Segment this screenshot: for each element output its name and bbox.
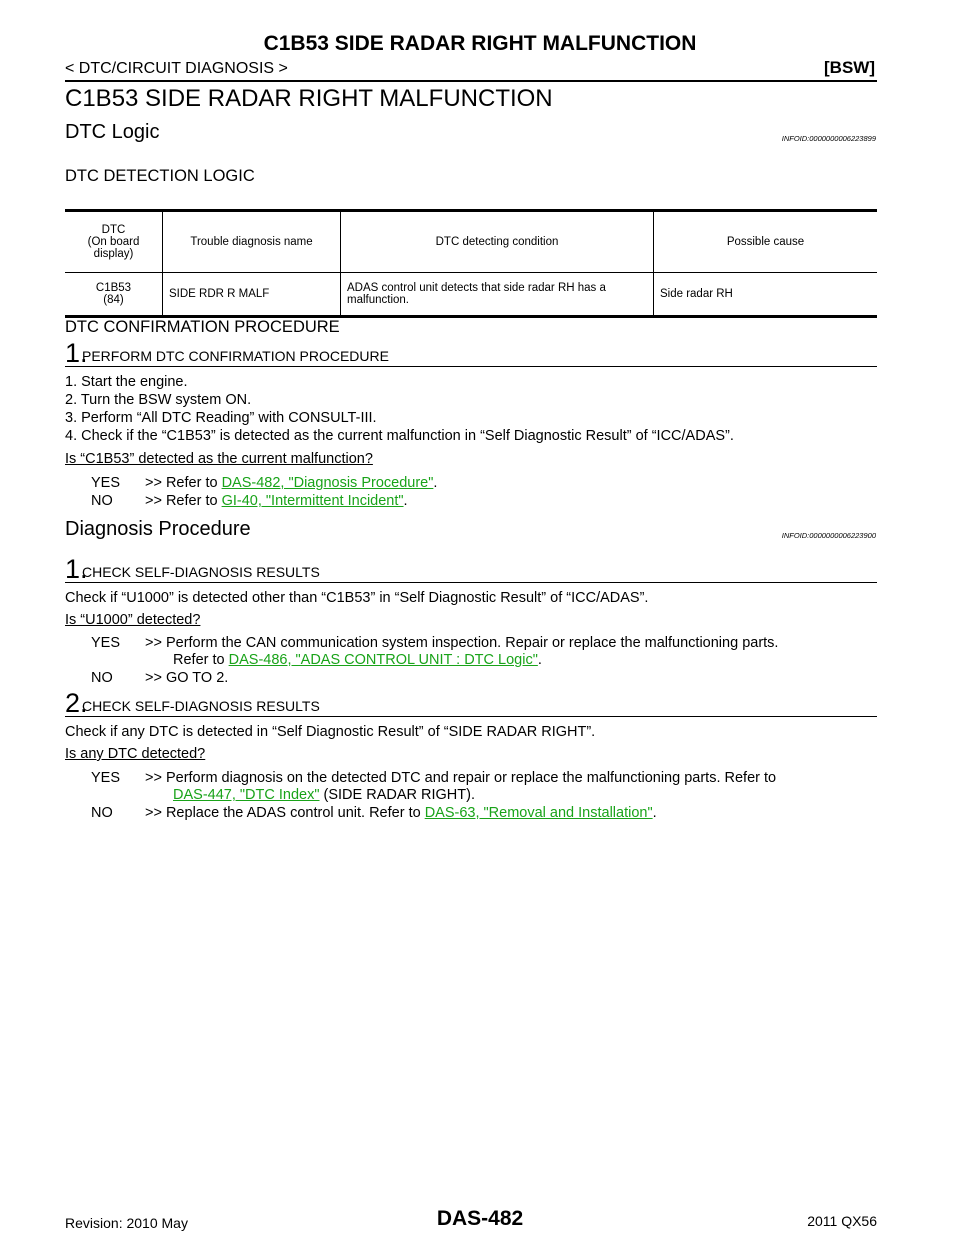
confirmation-line-4: 4. Check if the “C1B53” is detected as t… <box>65 428 734 444</box>
confirmation-yes-label: YES <box>91 475 121 491</box>
cell-dtc-code: C1B53 (84) <box>65 272 163 318</box>
breadcrumb: < DTC/CIRCUIT DIAGNOSIS > <box>65 60 288 77</box>
period: . <box>652 805 657 821</box>
link-dtc-index[interactable]: DAS-447, "DTC Index" <box>173 787 320 803</box>
no-text: >> Replace the ADAS control unit. Refer … <box>145 805 421 821</box>
step2-yes-refer: DAS-447, "DTC Index" (SIDE RADAR RIGHT). <box>173 787 475 804</box>
dtc-logic-infoid: INFOID:0000000006223899 <box>781 134 876 143</box>
period: . <box>537 652 542 668</box>
no-prefix: >> Refer to <box>145 493 218 509</box>
confirmation-no-label: NO <box>91 493 113 509</box>
step1-no-answer: >> GO TO 2. <box>145 670 229 686</box>
period: . <box>433 475 438 491</box>
col-header-dtc: DTC (On board display) <box>65 209 163 273</box>
step1-yes-answer: >> Perform the CAN communication system … <box>145 635 779 651</box>
step1-yes-label: YES <box>91 635 121 651</box>
refer-suffix: (SIDE RADAR RIGHT). <box>323 787 475 803</box>
vehicle-model: 2011 QX56 <box>807 1213 877 1229</box>
cell-diagnosis-name: SIDE RDR R MALF <box>162 272 341 318</box>
dtc-table: DTC (On board display) Trouble diagnosis… <box>65 209 877 318</box>
step2-no-label: NO <box>91 805 113 821</box>
dtc-logic-heading: DTC Logic <box>65 121 160 143</box>
page-number: DAS-482 <box>436 1207 524 1230</box>
step-label: CHECK SELF-DIAGNOSIS RESULTS <box>82 698 320 714</box>
step-label: CHECK SELF-DIAGNOSIS RESULTS <box>82 564 320 580</box>
dtc-table-header-row: DTC (On board display) Trouble diagnosis… <box>65 209 877 273</box>
header-title: C1B53 SIDE RADAR RIGHT MALFUNCTION <box>263 32 697 55</box>
step1-yes-refer: Refer to DAS-486, "ADAS CONTROL UNIT : D… <box>173 652 542 669</box>
confirmation-line-3: 3. Perform “All DTC Reading” with CONSUL… <box>65 410 377 426</box>
link-intermittent-incident[interactable]: GI-40, "Intermittent Incident" <box>221 493 404 509</box>
step2-yes-label: YES <box>91 770 121 786</box>
col-header-condition: DTC detecting condition <box>340 209 654 273</box>
step2-question: Is any DTC detected? <box>65 746 206 762</box>
step-number: 1. <box>65 554 88 584</box>
confirmation-yes-answer: >> Refer to DAS-482, "Diagnosis Procedur… <box>145 475 437 492</box>
system-tag: [BSW] <box>824 58 875 77</box>
confirmation-question: Is “C1B53” detected as the current malfu… <box>65 451 373 467</box>
confirmation-heading: DTC CONFIRMATION PROCEDURE <box>65 318 340 336</box>
col-header-name: Trouble diagnosis name <box>162 209 341 273</box>
step2-text: Check if any DTC is detected in “Self Di… <box>65 724 596 740</box>
table-row: C1B53 (84) SIDE RDR R MALF ADAS control … <box>65 272 877 318</box>
col-header-cause: Possible cause <box>653 209 877 273</box>
header-rule <box>65 80 877 82</box>
link-diagnosis-procedure[interactable]: DAS-482, "Diagnosis Procedure" <box>221 475 434 491</box>
step-label: PERFORM DTC CONFIRMATION PROCEDURE <box>82 348 389 364</box>
diagnosis-heading: Diagnosis Procedure <box>65 518 251 540</box>
confirmation-line-1: 1. Start the engine. <box>65 374 188 390</box>
confirmation-no-answer: >> Refer to GI-40, "Intermittent Inciden… <box>145 493 408 510</box>
revision-date: Revision: 2010 May <box>65 1215 188 1231</box>
step1-no-label: NO <box>91 670 113 686</box>
step2-no-answer: >> Replace the ADAS control unit. Refer … <box>145 805 657 822</box>
confirmation-line-2: 2. Turn the BSW system ON. <box>65 392 252 408</box>
step1-question: Is “U1000” detected? <box>65 612 201 628</box>
confirmation-step-1: 1. PERFORM DTC CONFIRMATION PROCEDURE <box>65 338 877 368</box>
diagnosis-step-1: 1. CHECK SELF-DIAGNOSIS RESULTS <box>65 554 877 584</box>
step2-yes-answer: >> Perform diagnosis on the detected DTC… <box>145 770 777 786</box>
diagnosis-step-2: 2. CHECK SELF-DIAGNOSIS RESULTS <box>65 688 877 718</box>
period: . <box>403 493 408 509</box>
diagnosis-infoid: INFOID:0000000006223900 <box>781 531 876 540</box>
link-adas-dtc-logic[interactable]: DAS-486, "ADAS CONTROL UNIT : DTC Logic" <box>228 652 538 668</box>
dtc-detection-logic-heading: DTC DETECTION LOGIC <box>65 167 255 185</box>
refer-prefix: Refer to <box>173 652 225 668</box>
step1-text: Check if “U1000” is detected other than … <box>65 590 649 606</box>
cell-possible-cause: Side radar RH <box>653 272 877 318</box>
step-number: 2. <box>65 688 88 718</box>
link-removal-installation[interactable]: DAS-63, "Removal and Installation" <box>424 805 653 821</box>
step-number: 1. <box>65 338 88 368</box>
yes-prefix: >> Refer to <box>145 475 218 491</box>
cell-detecting-condition: ADAS control unit detects that side rada… <box>340 272 654 318</box>
page-title: C1B53 SIDE RADAR RIGHT MALFUNCTION <box>65 85 553 112</box>
